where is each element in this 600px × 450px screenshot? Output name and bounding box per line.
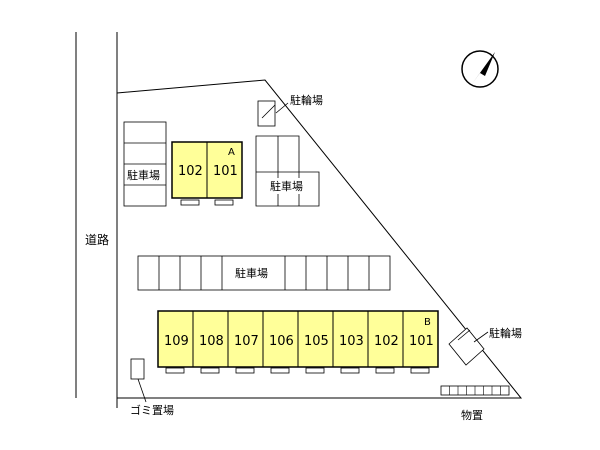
unit-a-101: 101 [213, 164, 238, 179]
storage-label: 物置 [461, 408, 483, 422]
unit-b-108: 108 [199, 334, 224, 349]
unit-b-103: 103 [339, 334, 364, 349]
unit-b-105: 105 [304, 334, 329, 349]
site-boundary-top [116, 79, 523, 399]
unit-b-107: 107 [234, 334, 259, 349]
parking-label-left: 駐車場 [127, 168, 160, 182]
north-arrow-needle [472, 52, 495, 84]
parking-label-center: 駐車場 [235, 266, 268, 280]
unit-b-102: 102 [374, 334, 399, 349]
unit-b-106: 106 [269, 334, 294, 349]
compass [461, 50, 499, 88]
unit-a-102: 102 [178, 164, 203, 179]
building-a-name: A [228, 147, 235, 158]
building-b-name: B [424, 317, 431, 328]
unit-b-109: 109 [164, 334, 189, 349]
parking-row-center: 駐車場 [137, 255, 391, 291]
unit-b-101: 101 [409, 334, 434, 349]
parking-block-left: 駐車場 [123, 121, 167, 207]
parking-label-right: 駐車場 [270, 179, 303, 193]
garbage-label: ゴミ置場 [130, 403, 174, 417]
parking-block-right: 駐車場 [255, 135, 320, 207]
bicycle-parking-label-right: 駐輪場 [489, 326, 522, 340]
bicycle-parking-label-top: 駐輪場 [290, 93, 323, 107]
building-b: B 109 108 107 106 105 103 102 101 [157, 310, 439, 374]
north-arrow-icon [461, 50, 499, 88]
garbage-area: ゴミ置場 [130, 358, 174, 417]
building-a: A 102 101 [171, 141, 243, 206]
storage: 物置 [440, 385, 510, 422]
bicycle-parking-top: 駐輪場 [257, 93, 323, 127]
bicycle-parking-right: 駐輪場 [448, 326, 522, 366]
road-label: 道路 [85, 232, 109, 247]
